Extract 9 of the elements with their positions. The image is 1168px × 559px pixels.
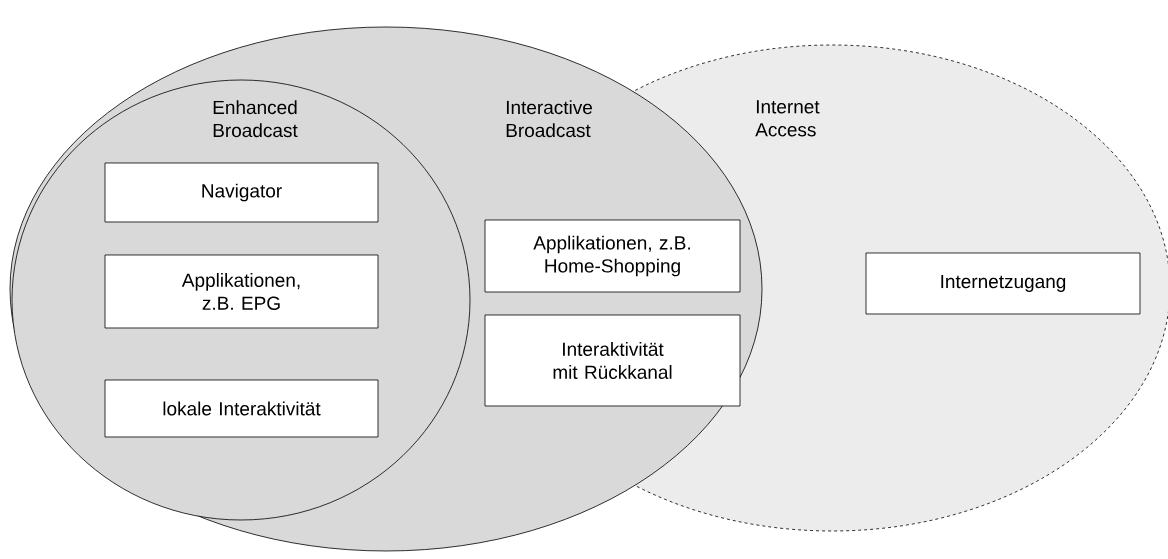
text-box: Interaktivität mit Rückkanal: [484, 314, 741, 407]
text-box: Applikationen, z.B. Home-Shopping: [484, 219, 741, 293]
text-box: Navigator: [104, 162, 379, 223]
region-heading: Internet Access: [755, 100, 820, 137]
text-box: Internetzugang: [865, 252, 1141, 315]
text-box: Applikationen, z.B. EPG: [104, 254, 379, 329]
text-box: lokale Interaktivität: [104, 379, 379, 438]
region-heading: Enhanced Broadcast: [213, 100, 298, 138]
region-heading: Interactive Broadcast: [506, 100, 592, 138]
